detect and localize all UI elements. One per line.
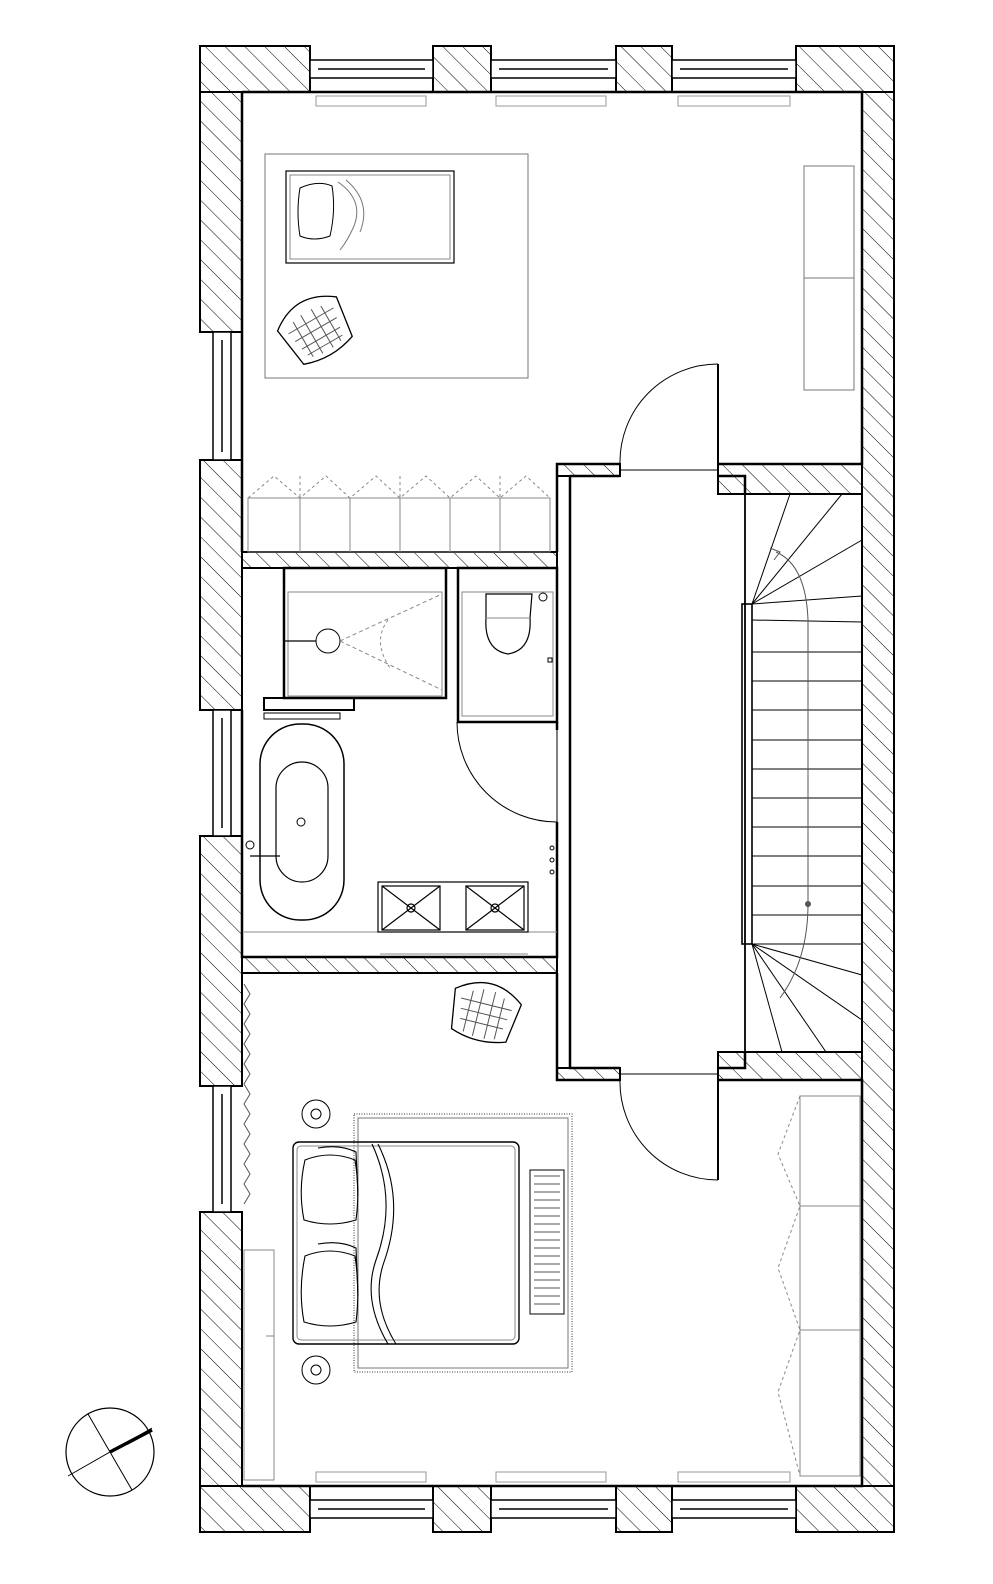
- shower-room: [263, 566, 448, 720]
- built-in-cabinets: [247, 475, 551, 553]
- window-sills: [315, 95, 791, 1483]
- toilet: [485, 593, 533, 655]
- windows: [212, 59, 797, 1519]
- bedroom-south: [243, 981, 861, 1481]
- shower-head: [315, 628, 341, 654]
- desk: [243, 1249, 275, 1481]
- building-outline: [240, 90, 864, 1488]
- freestanding-bathtub: [259, 723, 345, 921]
- door-south-bedroom: [619, 1079, 719, 1181]
- nightstands: [301, 1099, 331, 1385]
- staircase: [741, 493, 863, 1053]
- winders-top: [751, 493, 863, 623]
- stair-treads: [752, 651, 862, 916]
- double-bed: [292, 1141, 520, 1345]
- rug: [353, 1113, 573, 1373]
- bathroom: [240, 710, 559, 959]
- wc: [456, 566, 559, 724]
- bedroom-north: [247, 153, 855, 553]
- double-vanity: [377, 881, 529, 933]
- winders-bottom: [751, 943, 863, 1053]
- north-arrow-icon: [65, 1407, 155, 1497]
- rug: [264, 153, 529, 379]
- exterior-walls: [199, 45, 895, 1533]
- bench: [529, 1169, 565, 1315]
- lounge-chair: [276, 295, 353, 366]
- door-north-bedroom: [619, 363, 719, 465]
- walking-line: [775, 551, 809, 904]
- handrail: [741, 603, 753, 945]
- curtain: [243, 983, 251, 1205]
- single-bed: [285, 170, 455, 264]
- wardrobe: [777, 1095, 861, 1477]
- lounge-chair: [450, 981, 523, 1044]
- pillow: [297, 182, 335, 240]
- hallway: [568, 469, 747, 1075]
- door-bathroom: [456, 721, 558, 823]
